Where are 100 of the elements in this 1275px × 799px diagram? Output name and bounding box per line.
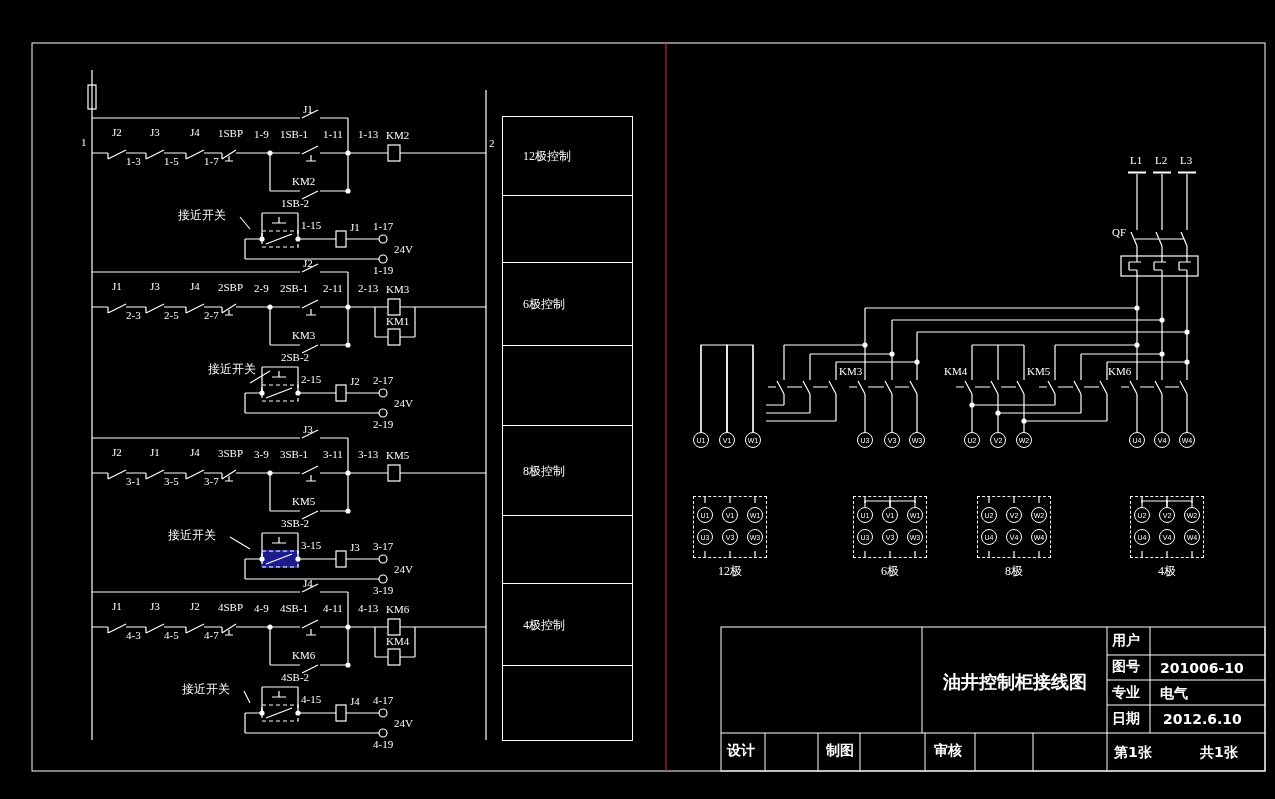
button-label: 2SBP: [218, 281, 244, 294]
title-block-value: 201006-10: [1160, 659, 1244, 677]
wire-number: 3-1: [126, 475, 141, 488]
terminal-strip-cell: [502, 665, 633, 741]
proximity-switch-label: 接近开关: [178, 207, 238, 223]
button-label: 4SB-2: [281, 671, 310, 684]
relay-contact-label: J3: [150, 600, 160, 613]
relay-coil-label: J1: [350, 221, 360, 234]
title-block-label: 制图: [826, 741, 854, 759]
relay-contact-label: J4: [190, 446, 200, 459]
title-block-label: 用户: [1112, 631, 1140, 649]
button-label: 3SB-1: [280, 448, 309, 461]
terminal-strip-cell: [502, 515, 633, 584]
relay-contact-label: J1: [112, 280, 122, 293]
leader-line: [229, 536, 251, 550]
contactor-label: KM1: [386, 315, 410, 328]
wire-number: 3-11: [323, 448, 343, 461]
contactor-label: KM6: [292, 649, 316, 662]
terminal-strip-cell: [502, 195, 633, 263]
terminal-strip-cell: 4极控制: [502, 583, 633, 666]
title-block-label: 日期: [1112, 709, 1140, 727]
relay-contact-label: J4: [190, 280, 200, 293]
wire-number: 2-3: [126, 309, 141, 322]
wire-number: 4-11: [323, 602, 343, 615]
wire-number: 1-13: [358, 128, 379, 141]
phase-label: L3: [1180, 154, 1193, 167]
contactor-label: KM2: [292, 175, 316, 188]
wire: [1141, 500, 1168, 508]
relay-contact-label: J3: [150, 126, 160, 139]
wire: [1166, 500, 1193, 508]
contactor-label: KM5: [292, 495, 316, 508]
title-block-label: 专业: [1112, 683, 1140, 701]
wire-number: 4-13: [358, 602, 379, 615]
wire-number: 3-17: [373, 540, 394, 553]
title-block-label: 共1张: [1200, 743, 1238, 761]
button-label: 1SB-2: [281, 197, 310, 210]
title-block-value: 2012.6.10: [1163, 710, 1242, 728]
proximity-switch-label: 接近开关: [182, 681, 242, 697]
voltage-label: 24V: [394, 717, 413, 730]
button-label: 4SB-1: [280, 602, 309, 615]
wire-number: 3-5: [164, 475, 179, 488]
wire-number: 3-19: [373, 584, 394, 597]
wire-number: 2-5: [164, 309, 179, 322]
button-label: 3SB-2: [281, 517, 310, 530]
wire-number: 3-13: [358, 448, 379, 461]
wire-number: 3-7: [204, 475, 219, 488]
wire-number: 2-13: [358, 282, 379, 295]
relay-contact-label: J2: [190, 600, 200, 613]
terminal-box-caption: 4极: [1157, 563, 1177, 580]
terminal-box-caption: 8极: [1004, 563, 1024, 580]
wire: [726, 344, 754, 433]
contactor-label: KM5: [1027, 365, 1051, 378]
contactor-label: KM3: [839, 365, 863, 378]
wire-number: 1-17: [373, 220, 394, 233]
relay-contact-label: J1: [303, 103, 313, 116]
title-block-label: 图号: [1112, 657, 1140, 675]
button-label: 2SB-1: [280, 282, 309, 295]
wire: [864, 500, 891, 508]
wire-number: 4-17: [373, 694, 394, 707]
button-label: 3SBP: [218, 447, 244, 460]
contactor-label: KM6: [386, 603, 410, 616]
phase-label: L1: [1130, 154, 1143, 167]
wire-number: 1-9: [254, 128, 269, 141]
wire-number: 4-3: [126, 629, 141, 642]
leader-line: [249, 370, 271, 384]
terminal-box-caption: 12极: [717, 563, 743, 580]
title-block-label: 第1张: [1114, 743, 1152, 761]
relay-contact-label: J3: [150, 280, 160, 293]
wire-number: 3-9: [254, 448, 269, 461]
terminal-box-caption: 6极: [880, 563, 900, 580]
title-block-value: 电气: [1160, 684, 1188, 702]
proximity-switch-label: 接近开关: [168, 527, 228, 543]
relay-contact-label: J4: [190, 126, 200, 139]
contactor-label: KM3: [386, 283, 410, 296]
wire-number: 4-7: [204, 629, 219, 642]
terminal-strip-cell: [502, 345, 633, 426]
wire-number: 2-11: [323, 282, 343, 295]
contactor-label: KM4: [386, 635, 410, 648]
contactor-label: KM3: [292, 329, 316, 342]
leader-line: [243, 690, 251, 704]
relay-contact-label: J2: [112, 126, 122, 139]
button-label: 1SB-1: [280, 128, 309, 141]
title-block-label: 设计: [727, 741, 755, 759]
wire-number: 2-19: [373, 418, 394, 431]
voltage-label: 24V: [394, 243, 413, 256]
wire-number: 1-15: [301, 219, 322, 232]
wire-number: 1-5: [164, 155, 179, 168]
button-label: 4SBP: [218, 601, 244, 614]
line-number: 1: [81, 136, 87, 149]
contactor-label: KM5: [386, 449, 410, 462]
relay-contact-label: J2: [112, 446, 122, 459]
wire: [700, 344, 728, 433]
leader-line: [239, 216, 251, 230]
relay-contact-label: J4: [303, 577, 313, 590]
wire-number: 1-11: [323, 128, 343, 141]
phase-label: L2: [1155, 154, 1168, 167]
wire-number: 2-17: [373, 374, 394, 387]
voltage-label: 24V: [394, 397, 413, 410]
breaker-label: QF: [1112, 226, 1127, 239]
wire: [889, 500, 916, 508]
